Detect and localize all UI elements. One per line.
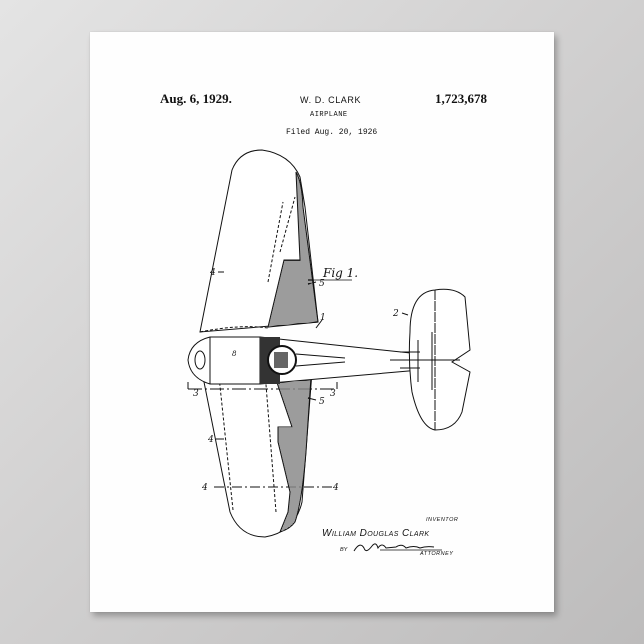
lower-wing-flap [269, 361, 313, 533]
lower-wing [199, 361, 313, 538]
patent-subject: AIRPLANE [310, 111, 348, 119]
inventor-name: William Douglas Clark [322, 528, 430, 539]
label-fuselage: 1 [320, 313, 326, 323]
label-wing-lower: 4 [207, 435, 214, 445]
patent-number: 1,723,678 [435, 91, 487, 106]
attorney-label: ATTORNEY [420, 551, 454, 557]
airplane-drawing: 4 5 1 2 8 3 3 5 4 4 4 Fig 1. [187, 149, 471, 552]
attorney-signature [353, 543, 435, 552]
label-wing-upper: 4 [209, 268, 216, 278]
inventor-label: INVENTOR [426, 517, 459, 523]
label-engine: 8 [232, 350, 237, 358]
inventor-header: W. D. CLARK [300, 95, 362, 105]
label-tail: 2 [392, 309, 399, 319]
patent-poster: Aug. 6, 1929. W. D. CLARK 1,723,678 AIRP… [90, 32, 554, 612]
by-label: BY [340, 547, 348, 553]
patent-date: Aug. 6, 1929. [160, 91, 232, 106]
filed-date: Filed Aug. 20, 1926 [286, 128, 378, 137]
label-flap-lower: 5 [319, 397, 325, 407]
label-section-4-right: 4 [332, 483, 339, 493]
label-section-3-left: 3 [193, 389, 199, 399]
upper-wing-flap [267, 171, 319, 328]
label-section-3-right: 3 [330, 389, 336, 399]
label-flap-upper: 5 [319, 279, 325, 289]
engine-cowling [187, 336, 261, 385]
figure-label: Fig 1. [322, 266, 358, 280]
label-section-4-left: 4 [201, 483, 208, 493]
